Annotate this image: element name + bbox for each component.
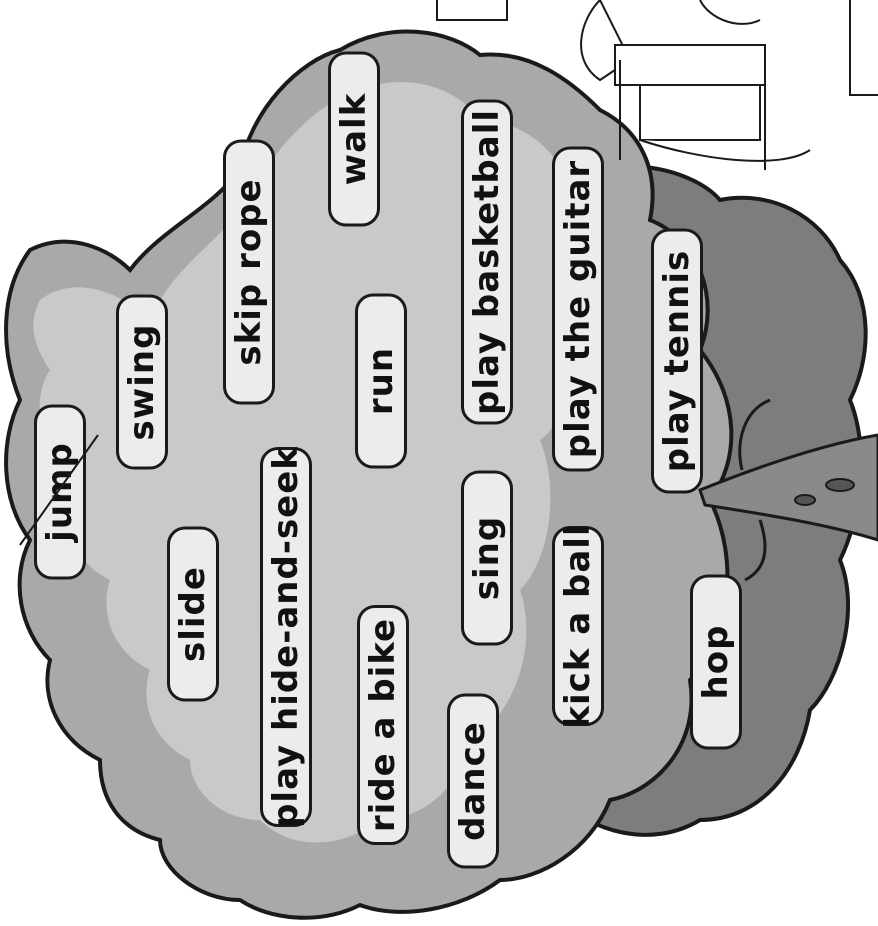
word-run[interactable]: run <box>355 293 407 469</box>
cartoon-figure-on-bench <box>436 0 878 170</box>
word-dance[interactable]: dance <box>447 693 499 869</box>
word-kick-a-ball[interactable]: kick a ball <box>552 523 604 729</box>
word-play-hide-and-seek[interactable]: play hide-and-seek <box>260 446 312 828</box>
tree-branch <box>738 398 771 582</box>
word-jump[interactable]: jump <box>34 404 86 580</box>
word-walk[interactable]: walk <box>328 51 380 227</box>
word-hop[interactable]: hop <box>690 574 742 750</box>
word-ride-a-bike[interactable]: ride a bike <box>357 605 409 845</box>
word-play-the-guitar[interactable]: play the guitar <box>552 146 604 472</box>
word-play-basketball[interactable]: play basketball <box>461 99 513 425</box>
word-skip-rope[interactable]: skip rope <box>223 139 275 405</box>
word-slide[interactable]: slide <box>167 526 219 702</box>
tree-trunk <box>698 433 878 542</box>
word-sing[interactable]: sing <box>461 470 513 646</box>
word-play-tennis[interactable]: play tennis <box>651 228 703 494</box>
word-swing[interactable]: swing <box>116 294 168 470</box>
